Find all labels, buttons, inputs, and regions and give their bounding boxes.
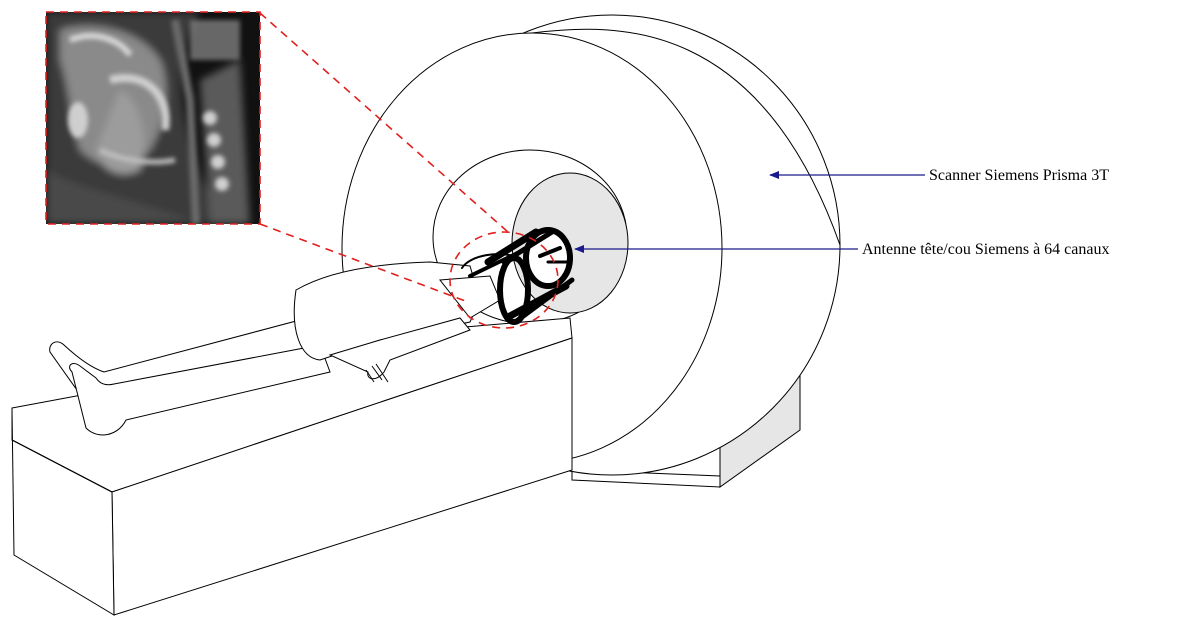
table-icon (11, 317, 573, 616)
head-coil-icon (461, 227, 575, 325)
zoom-callout (259, 12, 559, 329)
scanner-label: Scanner Siemens Prisma 3T (929, 167, 1109, 184)
patient-icon (49, 261, 501, 436)
coil-label: Antenne tête/cou Siemens à 64 canaux (862, 241, 1109, 258)
zoom-circle (449, 231, 559, 329)
mri-inset-image (45, 11, 261, 225)
